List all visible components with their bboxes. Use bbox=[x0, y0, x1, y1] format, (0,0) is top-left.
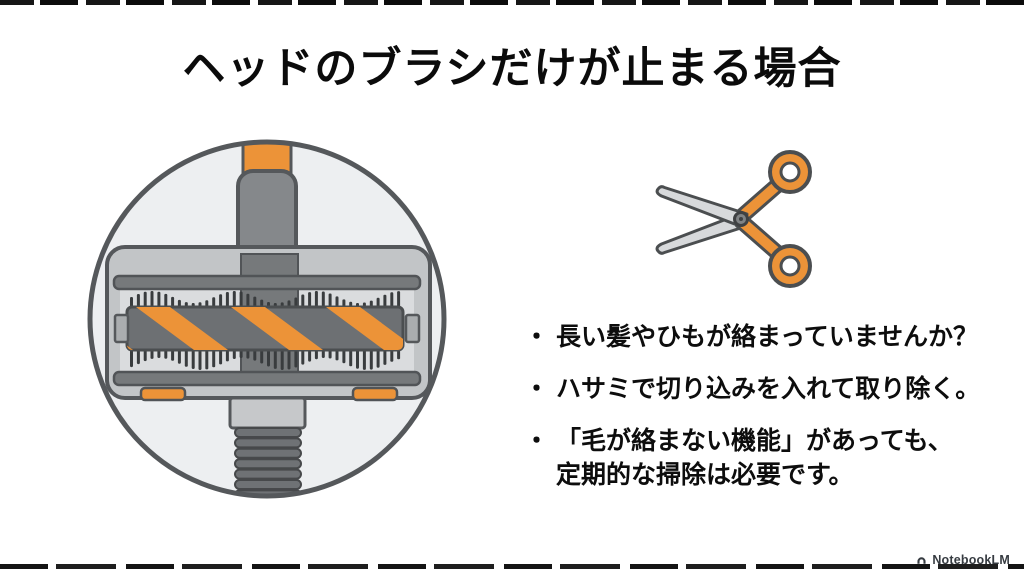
brush-hose-ribs bbox=[234, 427, 302, 495]
scissors-icon bbox=[648, 146, 848, 304]
brush-right-pad bbox=[351, 386, 399, 402]
scissors-pivot-dot bbox=[739, 217, 743, 221]
bullet-text: ハサミで切り込みを入れて取り除く。 bbox=[556, 375, 981, 403]
bullet-text: 「毛が絡まない機能」があっても、 定期的な掃除は必要です。 bbox=[556, 424, 1002, 492]
vacuum-brush-head-illustration bbox=[84, 136, 450, 502]
scissors-half-1 bbox=[655, 150, 812, 255]
brush-roller-right-cap bbox=[404, 313, 421, 344]
scissors-handle-top-hole bbox=[779, 161, 801, 183]
bullet-item-2: ・ ハサミで切り込みを入れて取り除く。 bbox=[524, 372, 1002, 406]
brush-bottom-rail bbox=[112, 370, 422, 387]
bullet-text-line-1: 「毛が絡まない機能」があっても、 bbox=[556, 427, 953, 455]
slide-title: ヘッドのブラシだけが止まる場合 bbox=[182, 45, 842, 93]
notebooklm-logo-icon bbox=[917, 556, 926, 564]
bullet-text: 長い髪やひもが絡まっていませんか？ bbox=[556, 323, 979, 351]
brush-left-pad bbox=[139, 386, 187, 402]
brush-head-svg bbox=[87, 139, 447, 499]
brush-roller-spiral-stripes bbox=[127, 307, 403, 350]
scissors-svg bbox=[655, 150, 812, 288]
bullet-item-1: ・ 長い髪やひもが絡まっていませんか？ bbox=[524, 320, 1002, 354]
bottom-letterbox-artifact bbox=[0, 564, 1024, 569]
illustration-circle-outline bbox=[87, 139, 447, 499]
bullet-marker: ・ bbox=[524, 323, 550, 351]
bullet-marker: ・ bbox=[524, 375, 550, 403]
bullet-item-3: ・ 「毛が絡まない機能」があっても、 定期的な掃除は必要です。 bbox=[524, 424, 1002, 492]
bullet-text-line-2: 定期的な掃除は必要です。 bbox=[556, 461, 854, 489]
footer-brand: NotebookLM bbox=[915, 553, 1010, 567]
scissors-blade-upper bbox=[655, 185, 749, 230]
scissors-handle-bottom-hole bbox=[779, 255, 801, 277]
top-letterbox-artifact bbox=[0, 0, 1024, 5]
bullet-list: ・ 長い髪やひもが絡まっていませんか？ ・ ハサミで切り込みを入れて取り除く。 … bbox=[524, 320, 1002, 492]
scissors-blade-lower bbox=[655, 210, 749, 255]
bullet-marker: ・ bbox=[524, 427, 550, 455]
brush-top-rail bbox=[112, 274, 422, 291]
footer-brand-label: NotebookLM bbox=[932, 553, 1010, 567]
brush-roller-left-cap bbox=[113, 313, 130, 344]
brush-lower-connector bbox=[228, 396, 307, 430]
